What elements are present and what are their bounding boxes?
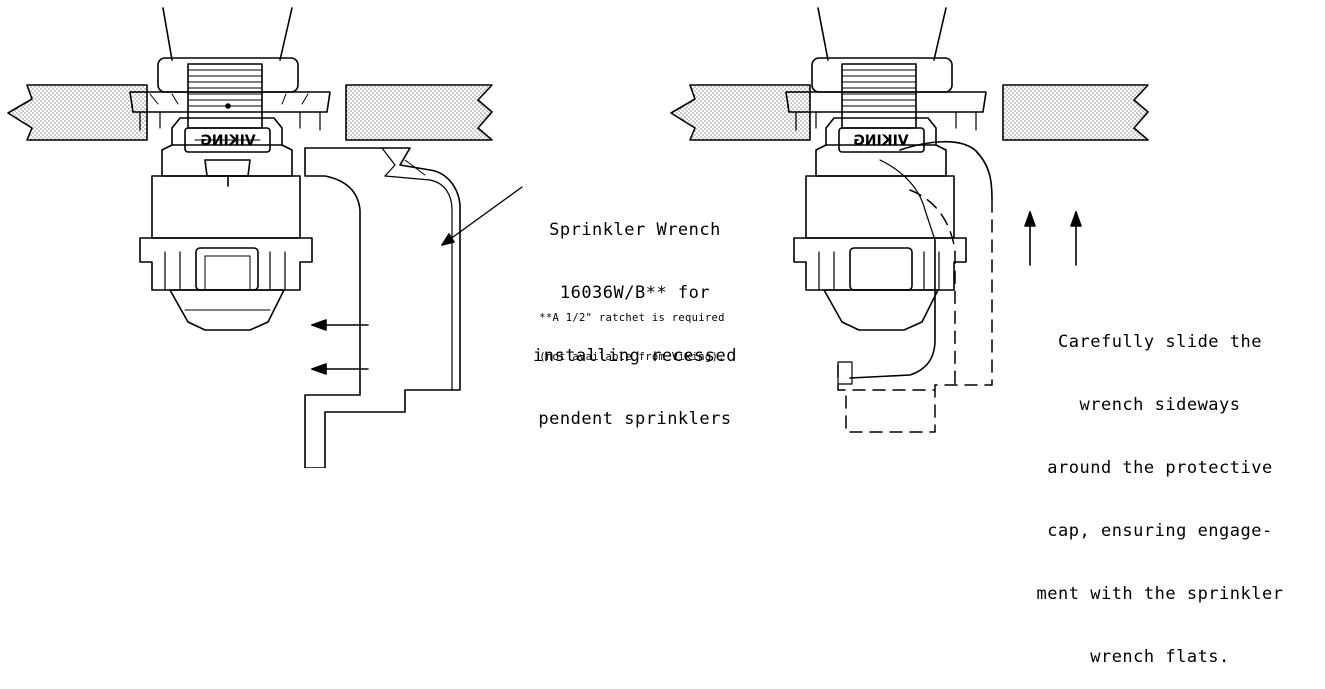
ceiling-panel-right-a — [670, 84, 811, 141]
right-view — [670, 7, 1149, 433]
ceiling-panel-left-a — [7, 84, 148, 141]
instruction-line-3: around the protective — [1047, 458, 1273, 478]
instruction-line-6: wrench flats. — [1090, 647, 1230, 667]
up-arrow-left — [1024, 211, 1036, 266]
installation-diagram: VIKING VIKING Sprinkler Wrench 16036W/B*… — [7, 7, 1283, 667]
ratchet-footnote: **A 1/2" ratchet is required (not availa… — [512, 286, 752, 377]
diagram-drawing: VIKING VIKING — [7, 7, 1149, 469]
escutcheon-cup — [129, 91, 331, 131]
slide-arrow-upper — [311, 319, 369, 331]
slide-arrow-lower — [311, 363, 369, 375]
instruction-line-2: wrench sideways — [1079, 395, 1241, 415]
viking-logo-left: VIKING — [200, 133, 255, 149]
wrench-engaged — [849, 140, 993, 379]
instruction-text: Carefully slide the wrench sideways arou… — [1010, 290, 1310, 689]
ceiling-panel-right-b — [1002, 84, 1149, 141]
up-arrow-right — [1070, 211, 1082, 266]
footnote-line-1: **A 1/2" ratchet is required — [539, 312, 725, 324]
viking-logo-right: VIKING — [853, 133, 908, 149]
instruction-line-5: ment with the sprinkler — [1036, 584, 1284, 604]
logo-text-right: VIKING — [853, 133, 908, 149]
instruction-line-4: cap, ensuring engage- — [1047, 521, 1273, 541]
footnote-line-2: (not available from Viking). — [539, 351, 725, 363]
callout-leader — [441, 186, 523, 246]
wrench-outline-dashed — [837, 189, 993, 433]
wrench-callout: Sprinkler Wrench 16036W/B** for installi… — [520, 178, 750, 451]
ceiling-panel-left-b — [345, 84, 493, 141]
sprinkler-wrench — [304, 147, 461, 469]
instruction-line-1: Carefully slide the — [1058, 332, 1262, 352]
logo-text-left: VIKING — [200, 133, 255, 149]
callout-line-1: Sprinkler Wrench — [549, 220, 721, 240]
left-view — [7, 7, 523, 469]
callout-line-2: 16036W/B** for — [559, 283, 711, 303]
callout-line-3: installing recessed — [533, 346, 737, 366]
callout-line-4: pendent sprinklers — [538, 409, 732, 429]
